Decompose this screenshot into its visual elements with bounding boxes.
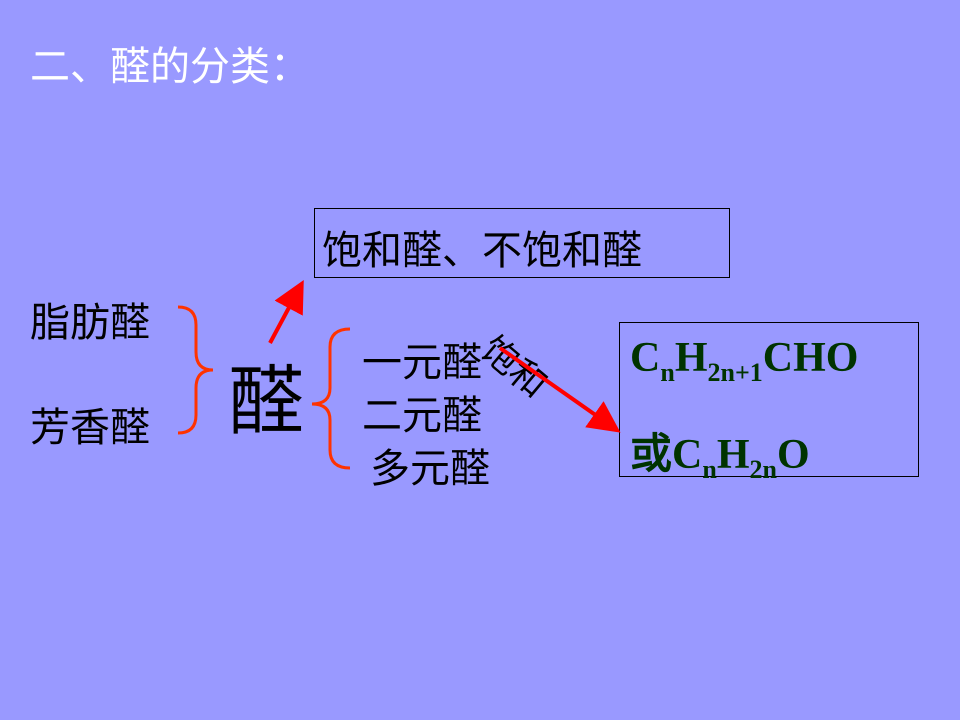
saturation-box: [314, 208, 730, 278]
aldehyde-center-label: 醛: [228, 357, 304, 446]
aromatic-aldehyde-label: 芳香醛: [30, 405, 150, 451]
mono-aldehyde-label: 一元醛: [362, 340, 482, 386]
fatty-aldehyde-label: 脂肪醛: [30, 300, 150, 346]
up-arrow: [268, 279, 304, 344]
saturation-box-text: 饱和醛、不饱和醛: [322, 228, 642, 274]
saturated-arrow: [498, 346, 621, 433]
slide-title: 二、醛的分类：: [30, 44, 310, 90]
di-aldehyde-label: 二元醛: [362, 393, 482, 439]
formula-box: [619, 322, 919, 477]
right-brace: [311, 327, 351, 470]
formula-line-1: CnH2n+1CHO: [630, 335, 859, 387]
poly-aldehyde-label: 多元醛: [370, 446, 490, 492]
left-brace: [177, 305, 214, 435]
formula-line-2: 或CnH2nO: [630, 432, 810, 484]
